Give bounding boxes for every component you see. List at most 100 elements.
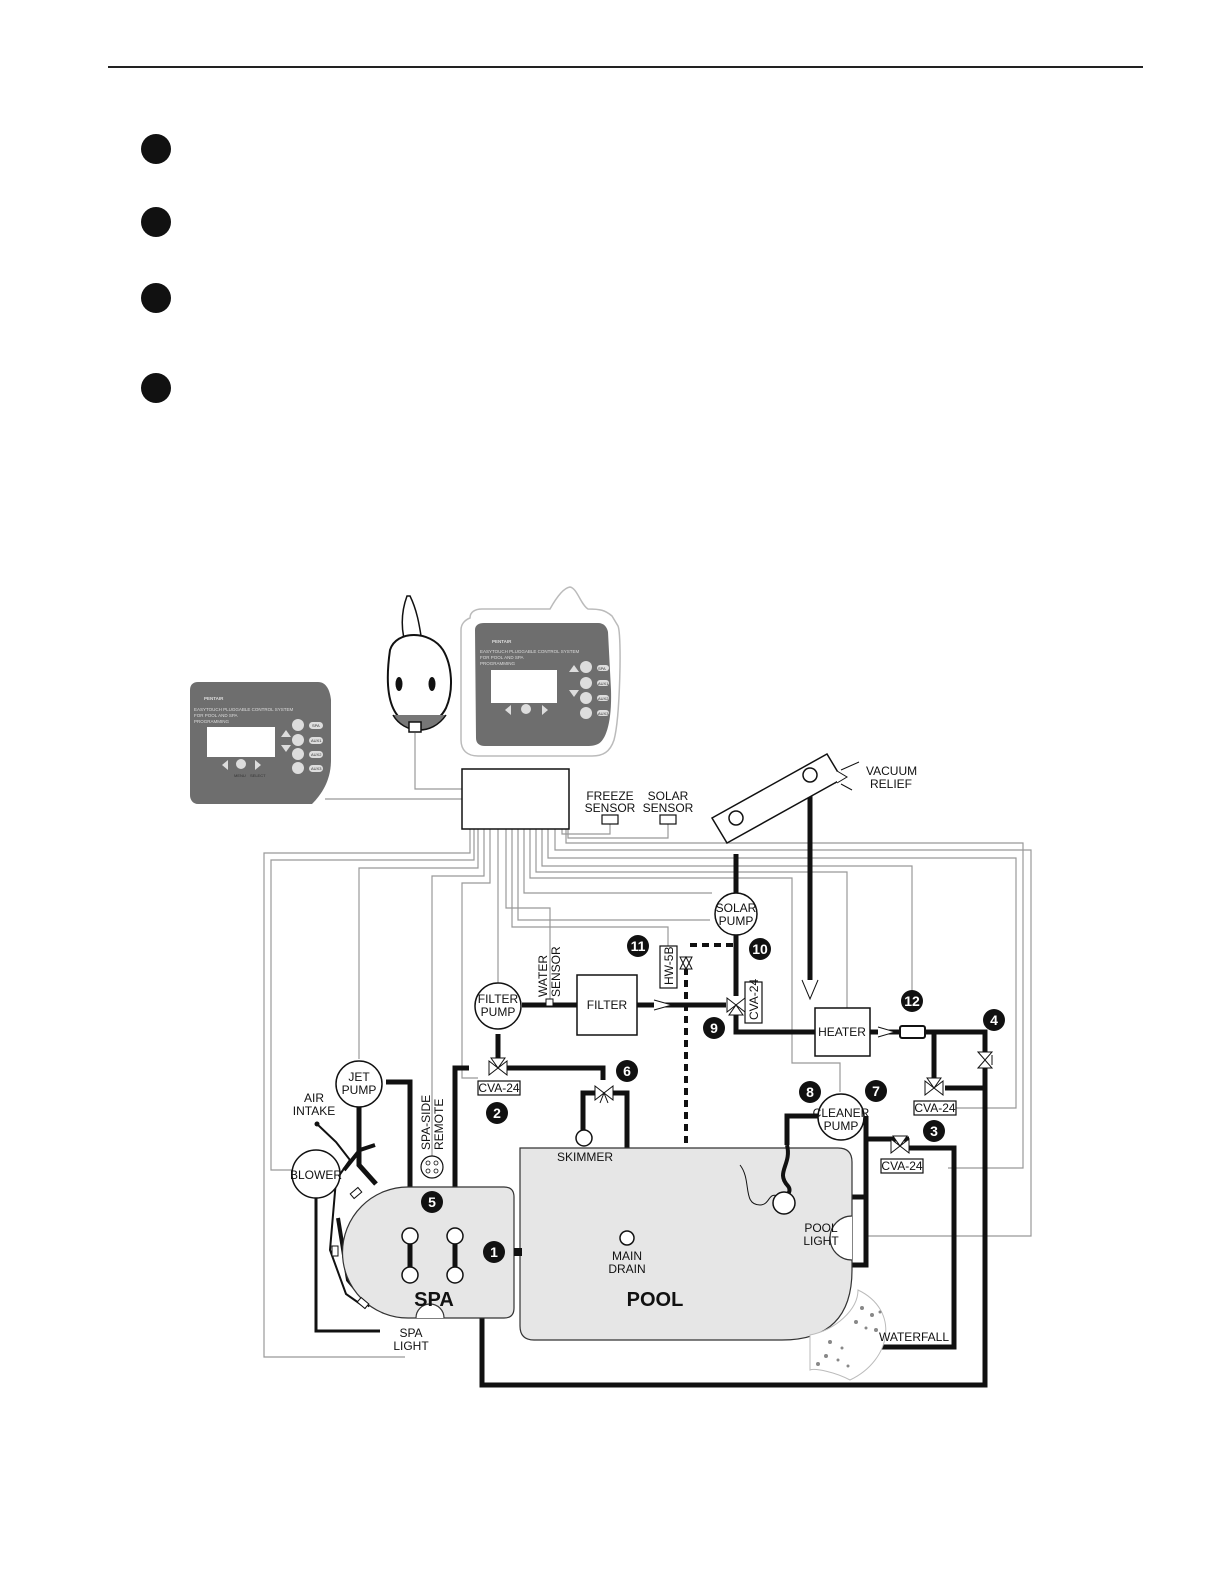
load-center-box <box>461 768 570 830</box>
cleaner-cord <box>739 1164 779 1206</box>
callout-11: 11 <box>631 938 646 954</box>
panel-key-1 <box>292 719 304 731</box>
panel-down-arrow-icon <box>281 745 291 752</box>
solar-pump-label-1: SOLAR <box>716 901 757 915</box>
water-sensor-icon <box>545 998 554 1007</box>
callout-5: 5 <box>428 1194 436 1210</box>
right-arrow-icon <box>542 705 548 715</box>
hw5b-box <box>659 945 678 989</box>
wireless-btn-spa: SPA <box>598 666 606 671</box>
wireless-key-4 <box>580 707 592 719</box>
spa-drain-1 <box>401 1266 419 1284</box>
bullet-dot-3 <box>141 283 171 313</box>
blower-label: BLOWER <box>290 1168 342 1182</box>
bullet-dot-1 <box>141 134 171 164</box>
callouts: 1 2 3 4 5 6 7 8 9 10 11 12 <box>421 935 1005 1263</box>
callout-12: 12 <box>904 993 920 1009</box>
heater-label: HEATER <box>818 1025 866 1039</box>
freeze-sensor-label-1: FREEZE <box>586 789 633 803</box>
pool-light-label-1: POOL <box>804 1221 838 1235</box>
water-sensor-label-2: SENSOR <box>549 946 563 997</box>
callout-4: 4 <box>990 1012 998 1028</box>
air-intake-tip <box>314 1121 320 1127</box>
cva-2-box <box>477 1080 521 1096</box>
main-drain-label-1: MAIN <box>612 1249 642 1263</box>
jet-line-upper <box>342 1143 376 1172</box>
panel-btn-aux3: AUX3 <box>311 766 322 771</box>
jet-pump-icon <box>335 1060 383 1108</box>
wireless-key-2 <box>580 677 592 689</box>
bullet-dot-2 <box>141 207 171 237</box>
pool-basin <box>519 1147 853 1341</box>
freeze-sensor-icon <box>601 814 619 825</box>
panel-up-arrow-icon <box>281 730 291 737</box>
header-rule <box>108 66 1143 68</box>
filter-icon <box>576 974 638 1036</box>
callout-2: 2 <box>493 1105 501 1121</box>
menu-select-icon <box>521 704 531 714</box>
pool-light-icon <box>829 1215 853 1261</box>
panel-line1: EASYTOUCH PLUGGABLE CONTROL SYSTEM <box>194 707 294 712</box>
callout-10: 10 <box>752 941 768 957</box>
cva-3-box <box>880 1158 924 1174</box>
spa-side-remote-label-2: REMOTE <box>432 1099 446 1150</box>
main-drain-label-2: DRAIN <box>608 1262 645 1276</box>
jet-pump-label-1: JET <box>348 1070 370 1084</box>
check-valve-heater-out <box>877 1026 897 1038</box>
panel-btn-aux1: AUX1 <box>311 738 322 743</box>
spa-drain-2 <box>446 1266 464 1284</box>
jet-pump-label-2: PUMP <box>342 1083 377 1097</box>
heater-icon <box>814 1007 871 1057</box>
spa-light-icon <box>415 1303 445 1319</box>
wireless-controller: PENTAIR EASYTOUCH PLUGGABLE CONTROL SYST… <box>460 586 621 757</box>
control-wires <box>263 733 1032 1358</box>
panel-right-arrow-icon <box>255 760 261 770</box>
spa-label: SPA <box>414 1289 454 1311</box>
three-way-valves <box>488 996 994 1155</box>
pool-light-label-2: LIGHT <box>803 1234 839 1248</box>
panel-line2: FOR POOL AND SPA <box>194 713 238 718</box>
vacuum-relief-label-2: RELIEF <box>870 777 912 791</box>
cva-7-box <box>913 1100 957 1116</box>
cva-2-label: CVA-24 <box>478 1081 519 1095</box>
wireless-key-1 <box>580 661 592 673</box>
plumbing-lines <box>356 778 988 1388</box>
bullet-dot-4 <box>141 373 171 403</box>
spa-light-label-2: LIGHT <box>393 1339 429 1353</box>
up-arrow-icon <box>569 665 579 672</box>
filter-pump-label-2: PUMP <box>481 1005 516 1019</box>
panel-lcd <box>207 727 275 757</box>
wireless-btn-aux1: AUX1 <box>598 681 609 686</box>
vacuum-relief-label-1: VACUUM <box>866 764 917 778</box>
check-valve-heater <box>801 979 819 1001</box>
panel-line3: PROGRAMMING <box>194 719 230 724</box>
cleaner-pump-label-2: PUMP <box>824 1119 859 1133</box>
solar-sensor-label-2: SENSOR <box>643 801 694 815</box>
filter-pump-label-1: FILTER <box>478 992 519 1006</box>
panel-select-label: SELECT <box>250 773 266 778</box>
main-drain-icon <box>619 1230 635 1246</box>
solar-pump-icon <box>714 892 758 936</box>
wireless-line1: EASYTOUCH PLUGGABLE CONTROL SYSTEM <box>480 649 580 654</box>
callout-3: 3 <box>930 1123 938 1139</box>
skimmer-icon <box>575 1129 593 1147</box>
filter-label: FILTER <box>587 998 628 1012</box>
pool-cleaner-icon <box>772 1191 796 1215</box>
blower-icon <box>291 1149 341 1199</box>
panel-brand: PENTAIR <box>204 696 224 701</box>
spa-side-remote-label-1: SPA-SIDE <box>419 1095 433 1150</box>
hw5b-label: HW-5B <box>662 947 676 985</box>
air-intake-label-2: INTAKE <box>293 1104 335 1118</box>
waterfall-icon <box>809 1289 887 1381</box>
filter-pump-icon <box>474 982 522 1030</box>
callout-8: 8 <box>806 1084 814 1100</box>
spa-side-remote-icon <box>420 1155 444 1179</box>
wireless-line2: FOR POOL AND SPA <box>480 655 524 660</box>
indoor-control-panel: PENTAIR EASYTOUCH PLUGGABLE CONTROL SYST… <box>190 682 331 804</box>
solar-collector <box>710 752 844 845</box>
spa-light-label-1: SPA <box>399 1326 422 1340</box>
panel-btn-spa: SPA <box>312 723 320 728</box>
callout-7: 7 <box>872 1083 880 1099</box>
panel-key-4 <box>292 762 304 774</box>
